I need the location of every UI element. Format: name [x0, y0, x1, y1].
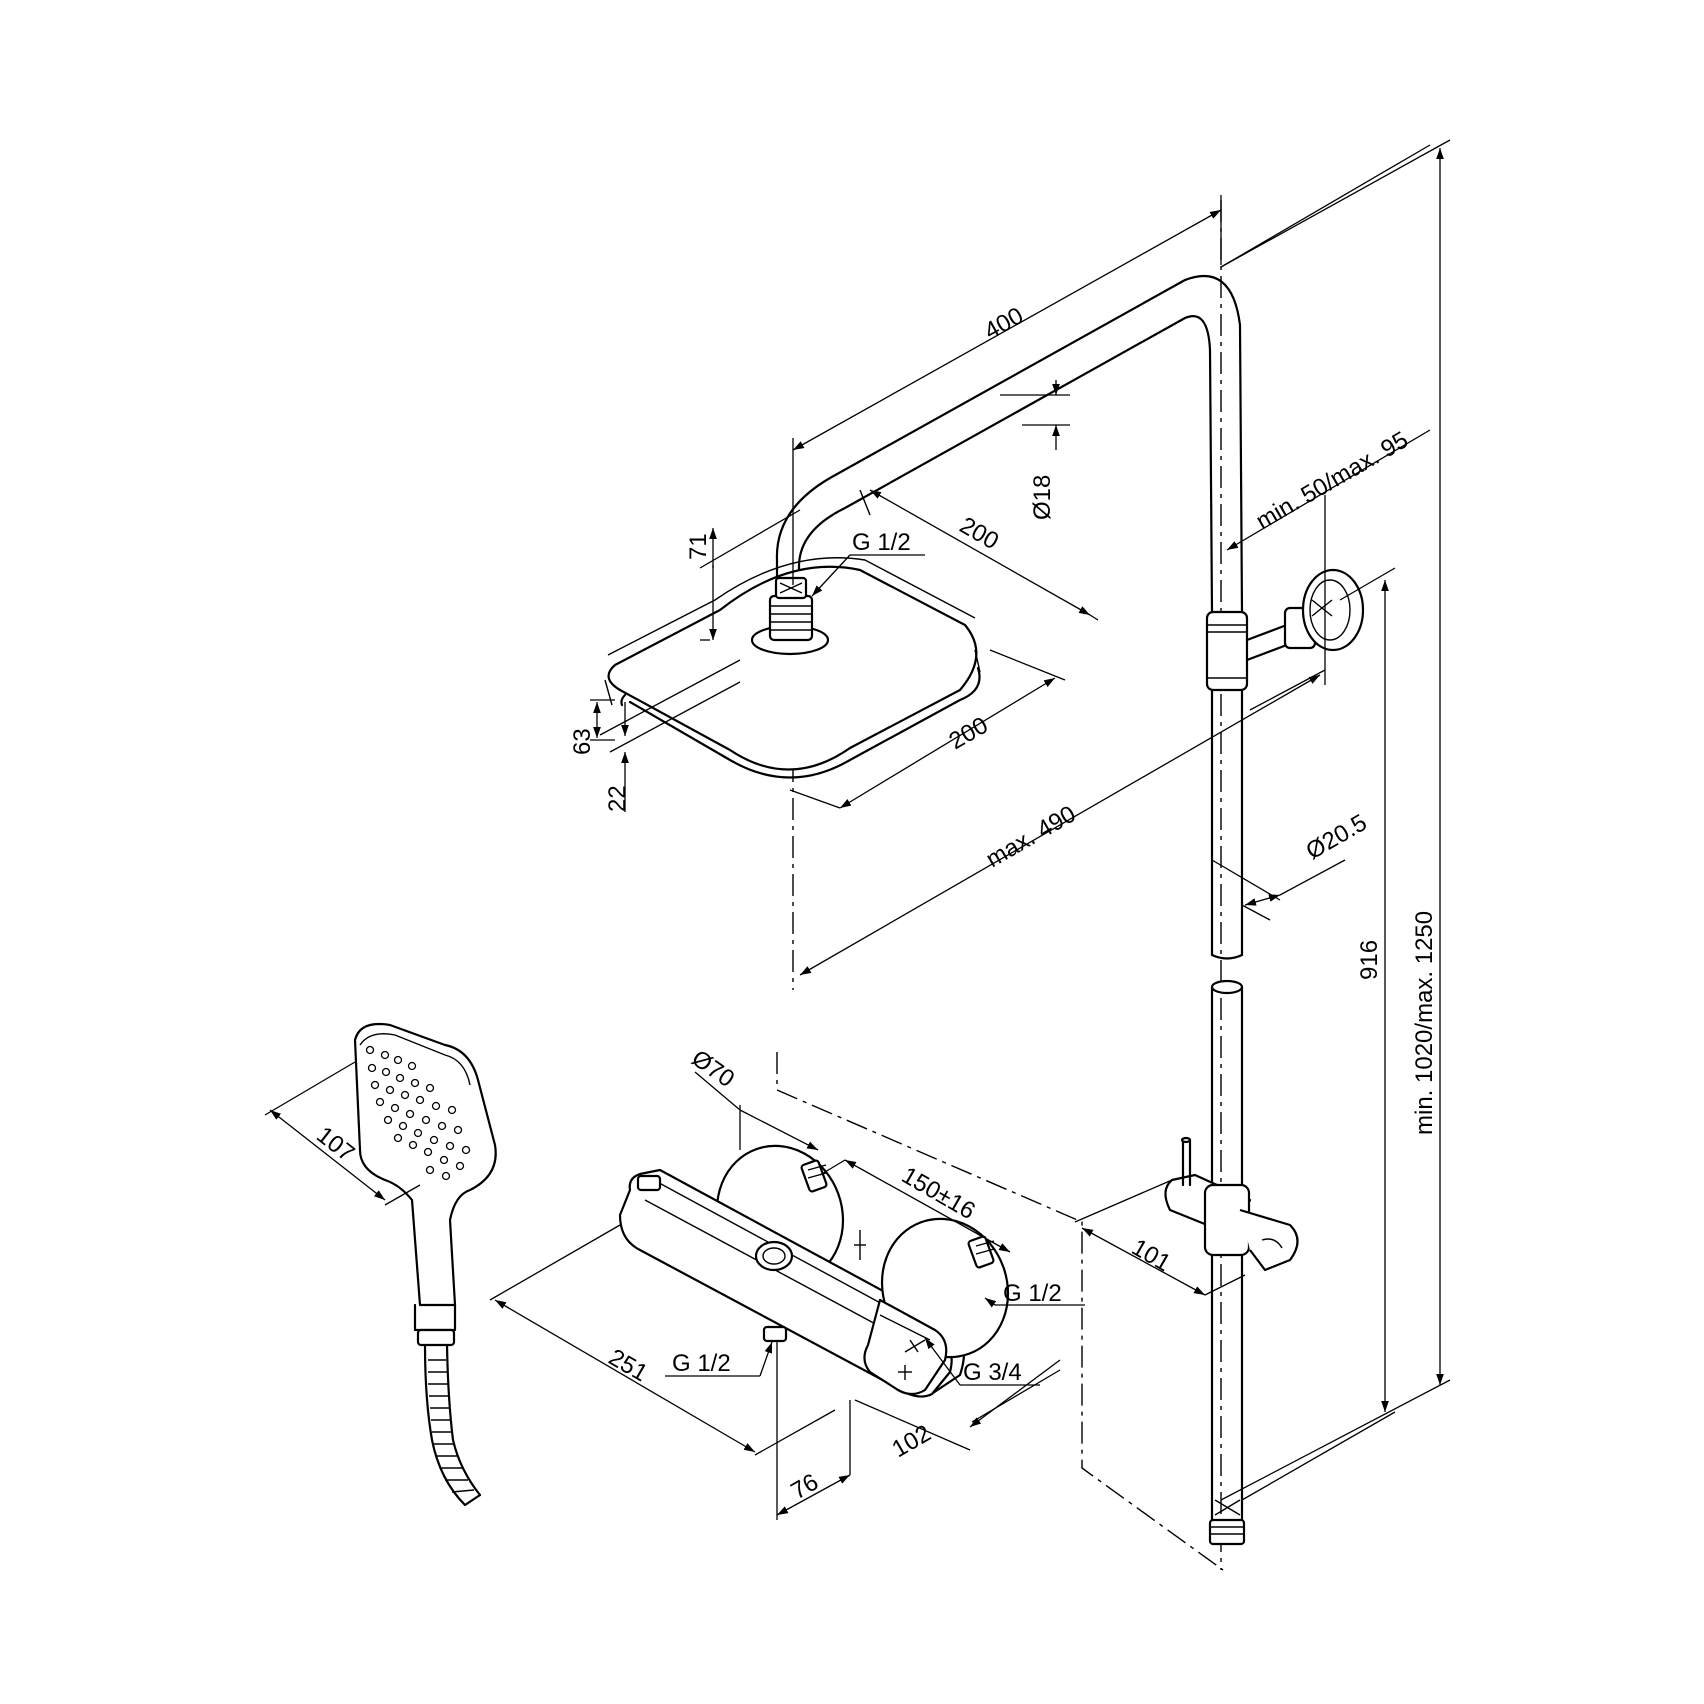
dim-mixer-depth: 102: [888, 1420, 936, 1463]
dim-cover-diameter: Ø70: [687, 1045, 740, 1093]
spray-nozzles: [365, 1045, 471, 1181]
dim-hand-shower-width: 107: [311, 1121, 359, 1167]
dim-mixer-length: 251: [604, 1344, 652, 1387]
dim-head-arm-drop: 71: [685, 533, 712, 560]
dim-bracket-offset: min. 50/max. 95: [1252, 426, 1413, 535]
dim-overall-height: min. 1020/max. 1250: [1411, 911, 1438, 1135]
dim-inlet-connection: G 3/4: [963, 1359, 1022, 1386]
dim-arm-length: 400: [980, 302, 1028, 345]
dim-rail-outlet-height: 916: [1356, 940, 1383, 980]
dim-head-connection: G 1/2: [852, 529, 911, 556]
dim-max-projection: max. 490: [982, 800, 1081, 873]
dim-head-plate: 22: [604, 785, 631, 812]
dim-rail-diameter: Ø20.5: [1302, 809, 1372, 865]
thermostatic-mixer: [618, 1144, 1010, 1398]
dim-slider-offset: 101: [1127, 1234, 1175, 1277]
dim-arm-diameter: Ø18: [1029, 475, 1056, 520]
dim-inlet-spacing: 150±16: [897, 1162, 980, 1225]
slide-rail: [1164, 568, 1365, 1546]
dim-top-outlet: G 1/2: [1003, 1280, 1062, 1307]
hand-shower: [353, 1022, 497, 1507]
dim-bottom-outlet: G 1/2: [672, 1350, 731, 1377]
dim-head-depth: 200: [955, 512, 1003, 555]
overhead-shower: [604, 274, 1244, 779]
dim-head-width: 200: [945, 712, 993, 755]
dim-mixer-outlet-offset: 76: [787, 1468, 824, 1505]
dimensions-rail: min. 50/max. 95 Ø20.5 916 min. 1020/max.…: [1074, 139, 1451, 1501]
dim-head-height: 63: [569, 728, 596, 755]
